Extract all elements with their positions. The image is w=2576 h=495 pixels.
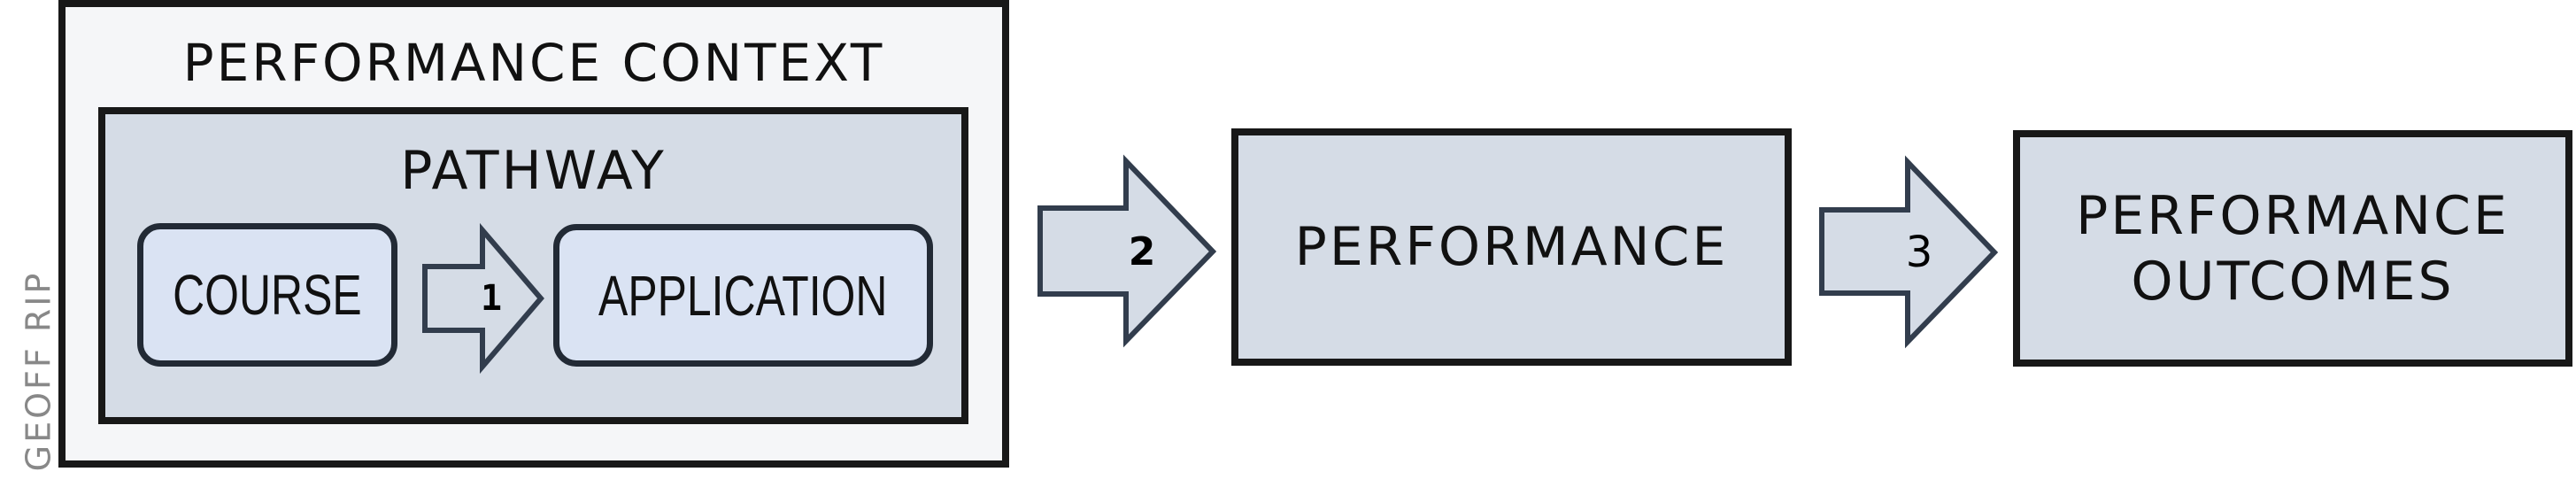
arrow-3-label: 3 — [1905, 228, 1933, 277]
pathway-title: PATHWAY — [400, 140, 667, 202]
application-label: APPLICATION — [598, 263, 888, 328]
course-node: COURSE — [137, 223, 397, 367]
outcomes-label-line-2: OUTCOMES — [2131, 250, 2455, 313]
application-node: APPLICATION — [553, 224, 933, 367]
performance-context-title: PERFORMANCE CONTEXT — [182, 33, 885, 93]
arrow-3-shape — [1819, 155, 1999, 349]
arrow-1-shape — [422, 222, 544, 375]
arrow-2-label: 2 — [1128, 229, 1156, 275]
arrow-2-shape — [1037, 154, 1217, 348]
performance-label: PERFORMANCE — [1294, 216, 1729, 278]
performance-outcomes-label: PERFORMANCE OUTCOMES — [2076, 183, 2510, 314]
performance-node: PERFORMANCE — [1231, 128, 1792, 366]
outcomes-label-line-1: PERFORMANCE — [2076, 184, 2510, 247]
arrow-1-label: 1 — [480, 278, 503, 319]
course-label: COURSE — [173, 263, 362, 327]
performance-outcomes-node: PERFORMANCE OUTCOMES — [2013, 130, 2572, 367]
